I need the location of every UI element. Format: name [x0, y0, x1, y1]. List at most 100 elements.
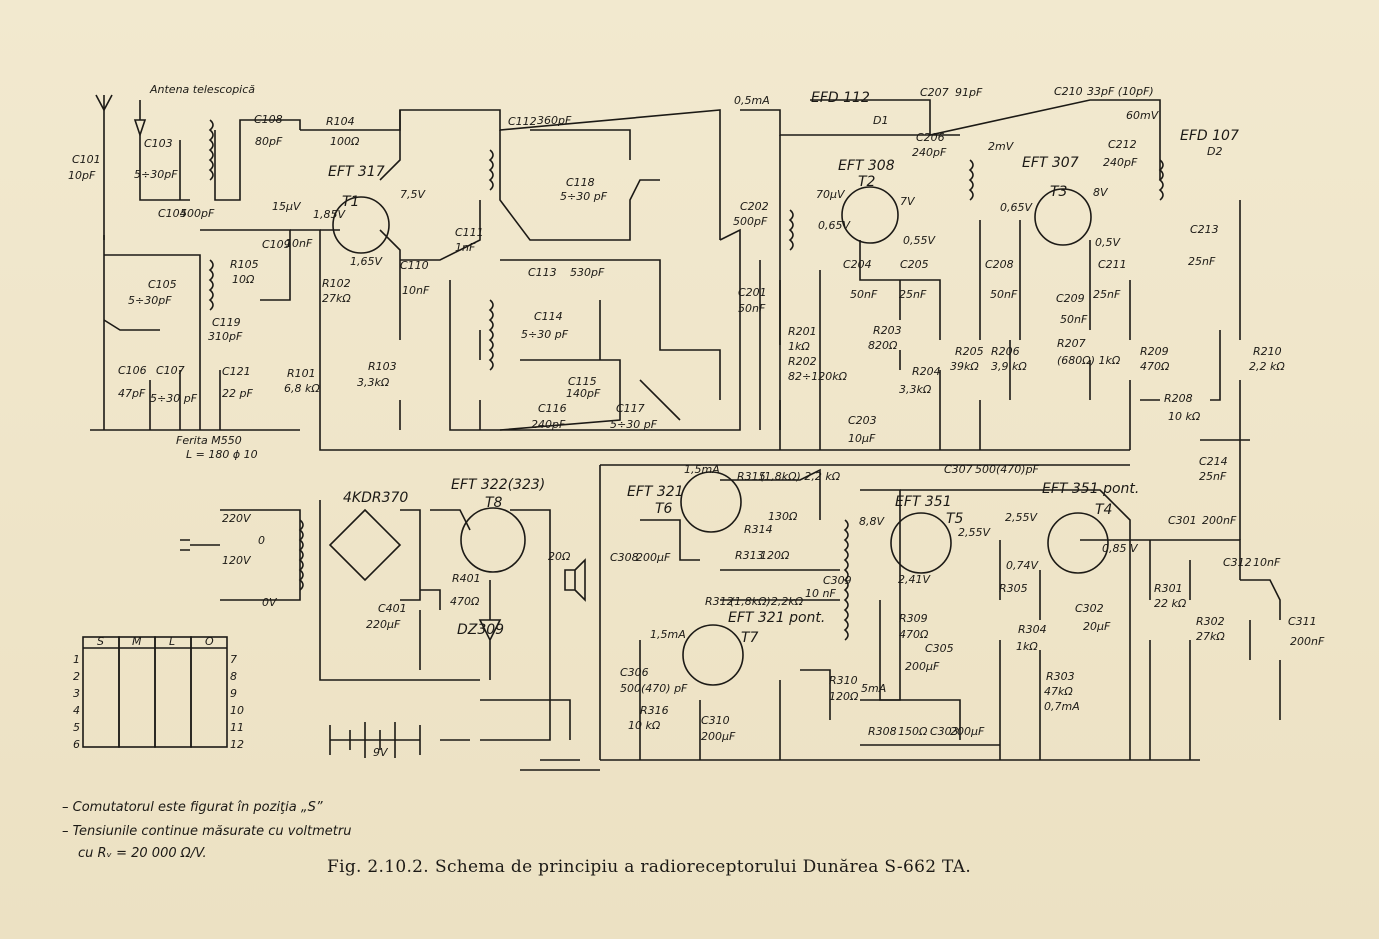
c109-value: 10nF — [285, 237, 313, 250]
c111-value: 1nF — [455, 241, 476, 254]
transistor-T7 — [682, 624, 744, 686]
c303-value: 200μF — [950, 725, 985, 738]
signal-level-label: 60mV — [1126, 109, 1160, 122]
c112-ref: C112 — [508, 115, 537, 128]
schematic-labels: Antena telescopică Ferita M550 L = 180 ϕ… — [68, 83, 1325, 759]
r208-ref: R208 — [1164, 392, 1193, 405]
switch-row-label: 4 — [73, 704, 80, 717]
switch-table-labels: S M L O 1 2 3 4 5 6 7 8 9 10 11 12 — [73, 635, 244, 751]
r204-ref: R204 — [912, 365, 941, 378]
c117-value: 5÷30 pF — [610, 418, 658, 431]
note-voltages: – Tensiunile continue măsurate cu voltme… — [62, 824, 352, 839]
wiring — [90, 94, 1281, 771]
voltage-label: 2,55V — [958, 526, 991, 539]
r304-value: 1kΩ — [1016, 640, 1038, 653]
c106-value: 47pF — [118, 387, 146, 400]
speaker-symbol — [564, 558, 586, 602]
diode-D2-id: D2 — [1207, 145, 1222, 158]
c213-value: 25nF — [1188, 255, 1216, 268]
c209-ref: C209 — [1056, 292, 1085, 305]
c103-value: 5÷30pF — [134, 168, 178, 181]
c312-value: 10nF — [1253, 556, 1281, 569]
c121-ref: C121 — [222, 365, 251, 378]
c119-ref: C119 — [212, 316, 241, 329]
r102-value: 27kΩ — [322, 292, 351, 305]
c101-ref: C101 — [72, 153, 101, 166]
c204-ref: C204 — [843, 258, 872, 271]
c211-value: 25nF — [1093, 288, 1121, 301]
voltage-label: 0,74V — [1006, 559, 1039, 572]
transistor-T2-type: EFT 308 — [838, 158, 895, 174]
r301-value: 22 kΩ — [1154, 597, 1187, 610]
voltage-label: 8,8V — [859, 515, 885, 528]
c401-ref: C401 — [378, 602, 407, 615]
r103-value: 3,3kΩ — [357, 376, 390, 389]
r102-ref: R102 — [322, 277, 351, 290]
note-voltmeter: cu Rᵥ = 20 000 Ω/V. — [78, 846, 207, 861]
battery-label: 9V — [373, 746, 389, 759]
c121-value: 22 pF — [222, 387, 253, 400]
c206-ref: C206 — [916, 131, 945, 144]
switch-row-label: 5 — [73, 721, 80, 734]
c114-value: 5÷30 pF — [521, 328, 569, 341]
figure-title: Schema de principiu a radioreceptorului … — [435, 857, 972, 877]
c112-value: 360pF — [537, 114, 572, 127]
ferrite-label: Ferita M550 — [176, 434, 242, 447]
voltage-label: 0,65V — [1000, 201, 1033, 214]
c207-ref: C207 — [920, 86, 949, 99]
r310-ref: R310 — [829, 674, 858, 687]
r209-value: 470Ω — [1140, 360, 1170, 373]
c111-ref: C111 — [455, 226, 484, 239]
c104-value: 500pF — [180, 207, 215, 220]
c107-value: 5÷30 pF — [150, 392, 198, 405]
voltage-label: 2,41V — [898, 573, 931, 586]
c311-ref: C311 — [1288, 615, 1317, 628]
r104-ref: R104 — [326, 115, 355, 128]
r104-value: 100Ω — [330, 135, 360, 148]
c211-ref: C211 — [1098, 258, 1127, 271]
r316-value: 10 kΩ — [628, 719, 661, 732]
transistor-T8 — [460, 507, 526, 573]
c305-ref: C305 — [925, 642, 954, 655]
voltage-label: 0,5V — [1095, 236, 1121, 249]
c308-value: 200μF — [636, 551, 671, 564]
r314-ref: R314 — [744, 523, 773, 536]
transistor-T4-type: EFT 351 pont. — [1042, 481, 1139, 497]
c108-ref: C108 — [254, 113, 283, 126]
signal-level-label: 2mV — [988, 140, 1015, 153]
c209-value: 50nF — [1060, 313, 1088, 326]
switch-row-label: 3 — [73, 687, 80, 700]
r203-ref: R203 — [873, 324, 902, 337]
r314-value: 130Ω — [768, 510, 798, 523]
c115-value: 140pF — [566, 387, 601, 400]
r303-value: 47kΩ — [1044, 685, 1073, 698]
transistor-T8-id: T8 — [485, 495, 503, 511]
power-labels: 220V 120V 0 0V 9V 20Ω — [222, 512, 571, 759]
transistor-symbols — [332, 186, 1109, 686]
r101-value: 6,8 kΩ — [284, 382, 320, 395]
voltage-label: 1,65V — [350, 255, 383, 268]
r312-ref: R312 — [705, 595, 734, 608]
r205-ref: R205 — [955, 345, 984, 358]
c109-ref: C109 — [262, 238, 291, 251]
r207-value: (680Ω) 1kΩ — [1057, 354, 1121, 367]
r201-ref: R201 — [788, 325, 817, 338]
r210-ref: R210 — [1253, 345, 1282, 358]
r315-value: (1,8kΩ) 2,2 kΩ — [760, 470, 841, 483]
r208-value: 10 kΩ — [1168, 410, 1201, 423]
r202-ref: R202 — [788, 355, 817, 368]
note-switch-position: – Comutatorul este figurat în poziţia „S… — [62, 800, 323, 815]
r105-ref: R105 — [230, 258, 259, 271]
component-labels: C101 10pF C103 5÷30pF C104 500pF C105 5÷… — [68, 85, 1325, 743]
c117-ref: C117 — [616, 402, 645, 415]
switch-header: L — [169, 635, 175, 648]
c208-value: 50nF — [990, 288, 1018, 301]
c210-ref: C210 — [1054, 85, 1083, 98]
switch-header: S — [97, 635, 104, 648]
coil-symbols — [208, 119, 1164, 641]
signal-level-label: 70μV — [816, 188, 846, 201]
transistor-T6 — [680, 471, 742, 533]
c115-ref: C115 — [568, 375, 597, 388]
r201-value: 1kΩ — [788, 340, 810, 353]
